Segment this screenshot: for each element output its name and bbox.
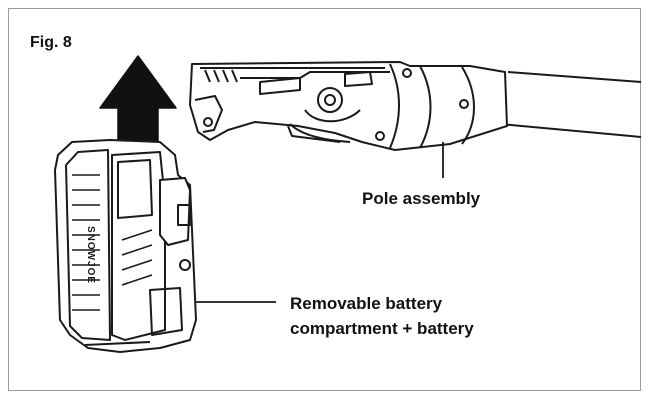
battery-label-line-2: compartment + battery <box>290 319 474 338</box>
collar-band-mid <box>419 65 432 149</box>
front-latch <box>194 95 223 133</box>
vent-slot-1 <box>204 69 211 83</box>
handle-boss-outer <box>317 87 343 113</box>
battery-side-vents <box>121 229 153 286</box>
vent-slot-2 <box>213 69 220 83</box>
vent-slot-3 <box>222 69 229 83</box>
front-latch-screw <box>203 117 213 127</box>
collar-screw-2 <box>459 99 469 109</box>
removal-arrow-icon <box>99 55 177 146</box>
battery-body <box>54 139 197 353</box>
figure-frame <box>8 8 641 391</box>
battery-latch <box>159 177 191 246</box>
pole-assembly-label: Pole assembly <box>362 189 481 208</box>
battery-window <box>117 159 153 219</box>
battery-label-line-1: Removable battery <box>290 294 443 313</box>
collar-screw-3 <box>375 131 385 141</box>
handle-window-1 <box>259 77 301 95</box>
battery-bezel <box>65 149 111 341</box>
collar-screw-1 <box>402 68 412 78</box>
handle-window-2 <box>344 71 373 87</box>
battery-foot <box>84 341 151 346</box>
pole-tube <box>507 71 642 83</box>
battery-compartment <box>54 139 197 353</box>
collar-band-right <box>461 66 475 145</box>
handle-boss-inner <box>324 94 336 106</box>
battery-grip-ribs <box>72 174 100 311</box>
figure-label: Fig. 8 <box>30 34 72 51</box>
pole-assembly <box>189 61 642 151</box>
handle-boss-cradle <box>304 109 361 123</box>
collar-band-left <box>389 63 400 149</box>
battery-latch-button <box>177 204 191 226</box>
pole-tube-bottom <box>499 123 642 138</box>
battery-side-slot <box>149 287 183 336</box>
battery-front-panel <box>111 151 166 341</box>
battery-latch-screw <box>179 259 191 271</box>
trigger-guard <box>287 125 341 143</box>
battery-brand-text: SNOWJOE <box>85 226 96 284</box>
vent-slot-4 <box>231 69 238 83</box>
battery-compartment-label: Removable battery compartment + battery <box>290 291 474 341</box>
trigger <box>289 123 351 143</box>
handle-ridge-inner <box>240 71 390 79</box>
